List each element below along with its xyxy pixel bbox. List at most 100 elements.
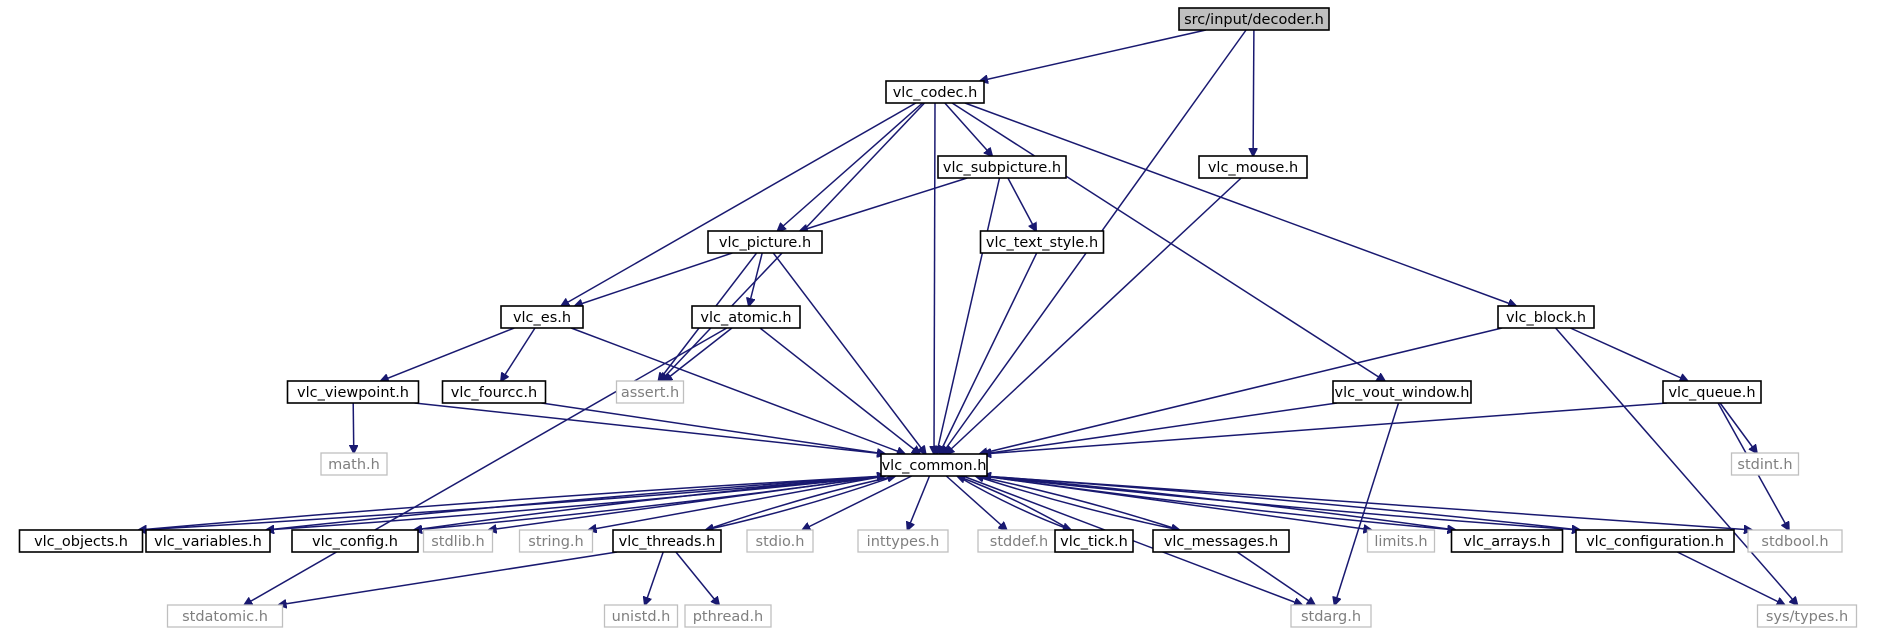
node-tick[interactable]: vlc_tick.h	[1054, 529, 1134, 553]
node-vout_window[interactable]: vlc_vout_window.h	[1332, 380, 1472, 404]
edge-configuration-to-common	[983, 476, 1581, 531]
node-box-inttypes	[857, 529, 949, 553]
node-label-common: vlc_common.h	[882, 458, 987, 474]
edge-threads-to-unistd	[645, 551, 664, 605]
node-box-block	[1497, 305, 1595, 329]
node-box-string	[518, 529, 594, 553]
edge-atomic-to-common	[759, 327, 920, 454]
node-systypes: sys/types.h	[1756, 604, 1858, 628]
edge-messages-to-common	[976, 476, 1180, 531]
node-box-viewpoint	[286, 380, 420, 404]
node-unistd: unistd.h	[603, 604, 679, 628]
edge-block-to-queue	[1569, 327, 1687, 381]
node-box-math	[320, 452, 388, 476]
edge-atomic-to-stdatomic	[244, 327, 728, 605]
node-box-decoder	[1178, 7, 1330, 31]
node-label-stdbool: stdbool.h	[1761, 534, 1828, 550]
node-label-picture: vlc_picture.h	[719, 235, 811, 251]
node-codec[interactable]: vlc_codec.h	[885, 80, 985, 104]
node-label-viewpoint: vlc_viewpoint.h	[297, 385, 409, 401]
edge-common-to-tick	[956, 475, 1071, 530]
node-box-tick	[1054, 529, 1134, 553]
node-label-es: vlc_es.h	[513, 310, 571, 326]
node-label-codec: vlc_codec.h	[893, 85, 978, 101]
node-decoder[interactable]: src/input/decoder.h	[1178, 7, 1330, 31]
node-config[interactable]: vlc_config.h	[291, 529, 419, 553]
node-fourcc[interactable]: vlc_fourcc.h	[441, 380, 547, 404]
node-label-config: vlc_config.h	[312, 534, 398, 550]
edge-objects-to-common	[138, 476, 886, 531]
node-subpicture[interactable]: vlc_subpicture.h	[937, 155, 1067, 179]
node-label-block: vlc_block.h	[1506, 310, 1586, 326]
node-viewpoint[interactable]: vlc_viewpoint.h	[286, 380, 420, 404]
edge-threads-to-pthread	[675, 551, 719, 605]
node-box-queue	[1662, 380, 1762, 404]
node-label-stdlib: stdlib.h	[431, 534, 485, 550]
node-label-stdio: stdio.h	[756, 534, 805, 550]
node-box-objects	[18, 529, 144, 553]
node-box-subpicture	[937, 155, 1067, 179]
node-label-stdatomic: stdatomic.h	[182, 609, 268, 625]
node-math: math.h	[320, 452, 388, 476]
node-objects[interactable]: vlc_objects.h	[18, 529, 144, 553]
node-inttypes: inttypes.h	[857, 529, 949, 553]
node-box-text_style	[979, 230, 1105, 254]
node-queue[interactable]: vlc_queue.h	[1662, 380, 1762, 404]
node-atomic[interactable]: vlc_atomic.h	[691, 305, 801, 329]
node-label-stddef: stddef.h	[990, 534, 1048, 550]
edge-common-to-inttypes	[908, 475, 931, 530]
node-configuration[interactable]: vlc_configuration.h	[1575, 529, 1735, 553]
node-box-config	[291, 529, 419, 553]
edge-threads-to-stdatomic	[279, 551, 618, 605]
node-box-stdarg	[1290, 604, 1372, 628]
node-block[interactable]: vlc_block.h	[1497, 305, 1595, 329]
edge-common-to-messages	[975, 475, 1180, 530]
node-label-variables: vlc_variables.h	[154, 534, 262, 550]
edge-common-to-arrays	[982, 475, 1456, 530]
node-stdatomic: stdatomic.h	[166, 604, 284, 628]
node-box-vout_window	[1332, 380, 1472, 404]
edge-codec-to-block	[964, 102, 1516, 306]
node-label-queue: vlc_queue.h	[1668, 385, 1755, 401]
node-variables[interactable]: vlc_variables.h	[145, 529, 271, 553]
node-box-stdlib	[422, 529, 494, 553]
node-limits: limits.h	[1366, 529, 1436, 553]
node-label-objects: vlc_objects.h	[34, 534, 128, 550]
node-label-assert: assert.h	[621, 385, 679, 401]
node-text_style[interactable]: vlc_text_style.h	[979, 230, 1105, 254]
node-mouse[interactable]: vlc_mouse.h	[1198, 155, 1308, 179]
node-label-string: string.h	[528, 534, 583, 550]
node-es[interactable]: vlc_es.h	[500, 305, 584, 329]
edge-common-to-variables	[266, 475, 886, 530]
node-label-unistd: unistd.h	[612, 609, 671, 625]
node-common[interactable]: vlc_common.h	[880, 453, 988, 477]
node-box-limits	[1366, 529, 1436, 553]
node-stdint: stdint.h	[1730, 452, 1800, 476]
node-messages[interactable]: vlc_messages.h	[1152, 529, 1290, 553]
edge-variables-to-common	[265, 476, 885, 531]
edge-configuration-to-systypes	[1676, 551, 1784, 605]
node-label-systypes: sys/types.h	[1766, 609, 1848, 625]
node-label-vout_window: vlc_vout_window.h	[1335, 385, 1470, 401]
edge-picture-to-common	[772, 252, 925, 454]
edge-messages-to-stdarg	[1236, 551, 1315, 605]
nodes-layer: src/input/decoder.h vlc_codec.h vlc_mouse.…	[18, 7, 1858, 628]
node-label-pthread: pthread.h	[693, 609, 764, 625]
edges-layer	[138, 29, 1798, 605]
edge-common-to-stddef	[945, 475, 1006, 530]
edge-viewpoint-to-common	[414, 402, 886, 454]
node-box-picture	[707, 230, 823, 254]
node-threads[interactable]: vlc_threads.h	[612, 529, 722, 553]
edge-common-to-configuration	[982, 475, 1580, 530]
node-picture[interactable]: vlc_picture.h	[707, 230, 823, 254]
edge-queue-to-stdint	[1719, 402, 1757, 453]
node-box-codec	[885, 80, 985, 104]
node-assert: assert.h	[615, 380, 685, 404]
node-arrays[interactable]: vlc_arrays.h	[1450, 529, 1564, 553]
edge-codec-to-es	[561, 102, 917, 306]
node-box-systypes	[1756, 604, 1858, 628]
node-label-stdint: stdint.h	[1737, 457, 1792, 473]
edge-fourcc-to-common	[541, 402, 886, 454]
node-stdbool: stdbool.h	[1747, 529, 1843, 553]
node-box-unistd	[603, 604, 679, 628]
